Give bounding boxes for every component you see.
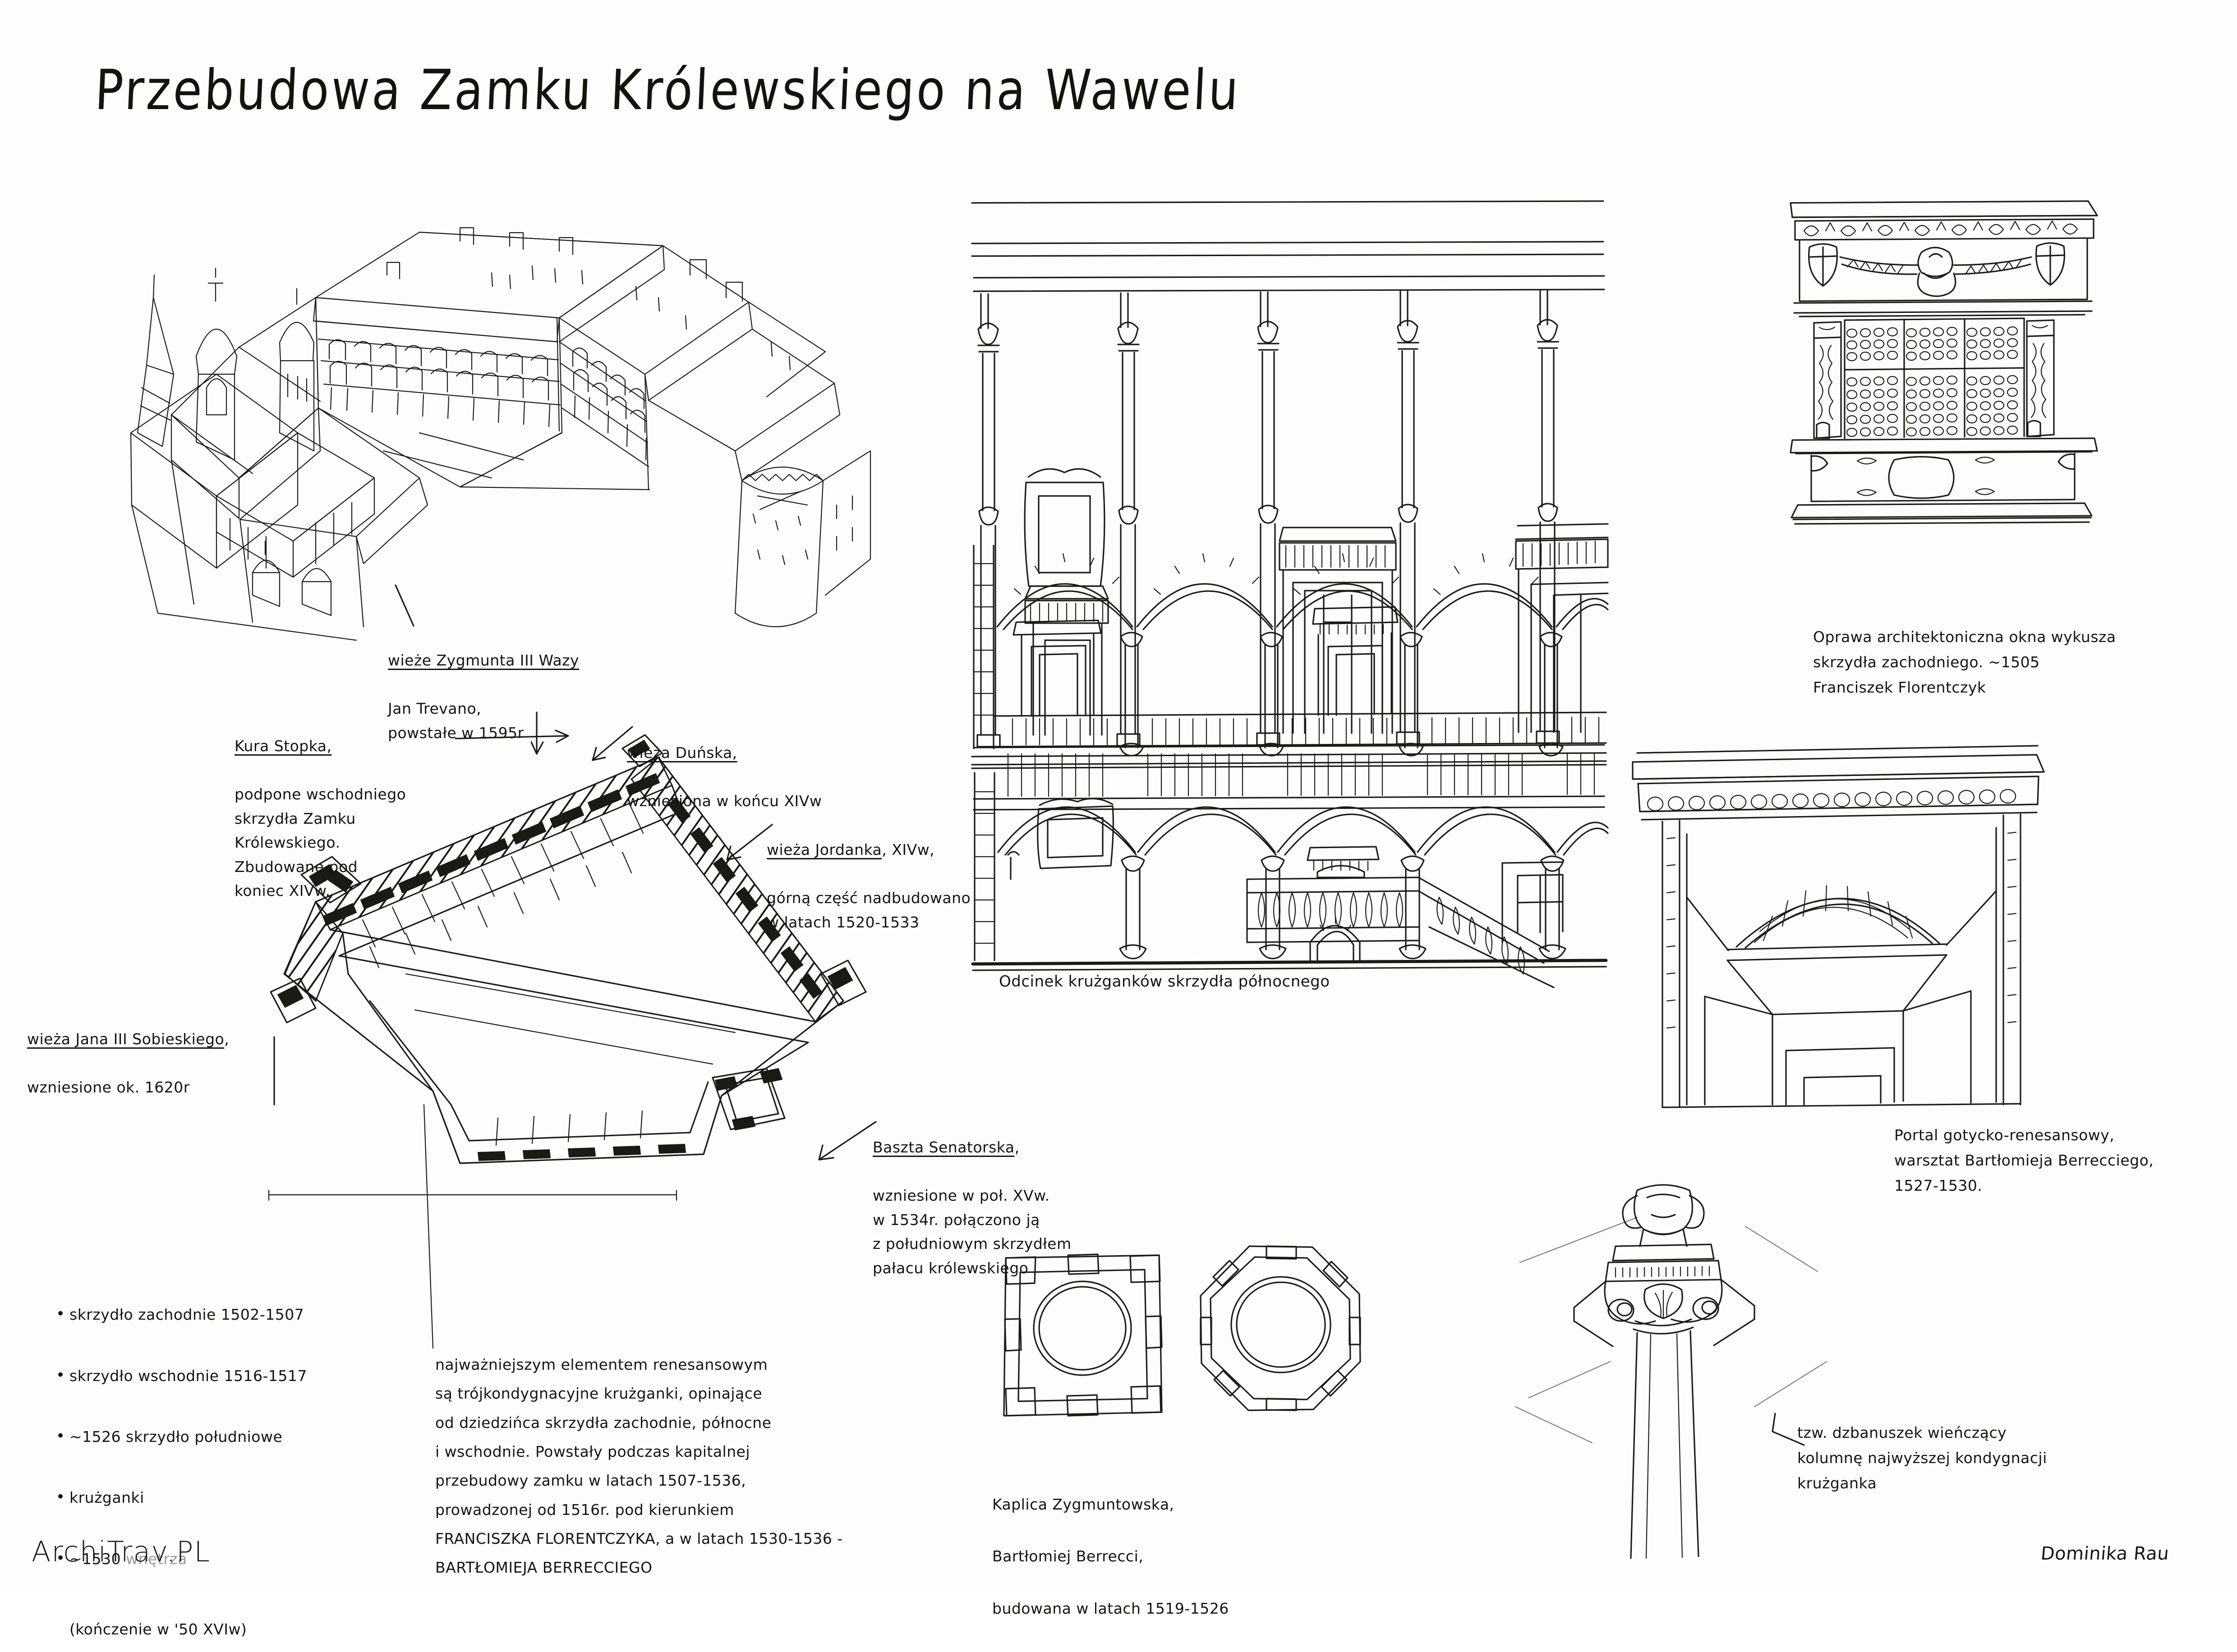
leader-line-paragraph	[406, 1078, 478, 1357]
author-signature: Dominika Rau	[2039, 1543, 2170, 1564]
annotation-dunska-tower: wieża Duńska, wzniesiona w końcu XIVw	[627, 717, 907, 837]
annotation-column-capital: tzw. dzbanuszek wieńczący kolumnę najwyż…	[1797, 1424, 2047, 1492]
chapel-caption-line1: Kaplica Zygmuntowska,	[992, 1495, 1174, 1513]
annotation-heading-suffix: ,	[1014, 1138, 1020, 1156]
elevation-caption: Odcinek krużganków skrzydła północnego	[999, 973, 1330, 991]
leader-line-sobieski	[271, 1032, 343, 1114]
annotation-body: wzniesiona w końcu XIVw	[627, 792, 822, 810]
leader-arrow-jordanka	[717, 818, 776, 872]
chapel-caption: Kaplica Zygmuntowska, Bartłomiej Berrecc…	[992, 1465, 1398, 1647]
list-item: krużganki	[54, 1482, 397, 1513]
main-description-paragraph: najważniejszym elementem renesansowym są…	[435, 1356, 843, 1577]
leader-arrow-baszta	[807, 1114, 879, 1177]
annotation-heading: Kura Stopka,	[235, 737, 332, 755]
pencil-note: wnętrza	[126, 1550, 187, 1568]
annotation-heading: wieża Duńska,	[627, 744, 737, 762]
annotation-heading-suffix: ,	[224, 1030, 230, 1048]
list-item: skrzydło wschodnie 1516-1517	[54, 1360, 397, 1391]
chapel-caption-line3: budowana w latach 1519-1526	[992, 1599, 1229, 1617]
chapel-plan-octagon-drawing	[1186, 1235, 1376, 1425]
column-capital-drawing	[1502, 1172, 1854, 1560]
annotation-body: podpone wschodniego skrzydła Zamku Króle…	[235, 785, 406, 900]
annotation-heading-suffix: , XIVw,	[882, 841, 935, 859]
annotation-body: wzniesione ok. 1620r	[27, 1078, 190, 1097]
annotation-jordanka-tower: wieża Jordanka, XIVw, górną część nadbud…	[767, 814, 1082, 959]
annotation-heading: wieże Zygmunta III Wazy	[388, 652, 580, 670]
chapel-plan-square-drawing	[992, 1240, 1173, 1429]
annotation-kura-stopka: Kura Stopka, podpone wschodniego skrzydł…	[235, 710, 487, 927]
castle-floor-plan-drawing	[180, 721, 947, 1240]
annotation-window-surround: Oprawa architektoniczna okna wykusza skr…	[1813, 628, 2116, 697]
annotation-baszta-senatorska: Baszta Senatorska, wzniesione w poł. XVw…	[873, 1111, 1215, 1304]
leader-line-capital	[1754, 1413, 1809, 1486]
portal-drawing	[1624, 744, 2048, 1118]
architrav-logo[interactable]: ArchiTrav.PL	[32, 1535, 211, 1568]
annotation-heading: wieża Jordanka	[767, 841, 882, 859]
list-item: ~1530 wnętrza	[54, 1543, 397, 1574]
annotation-heading: wieża Jana III Sobieskiego	[27, 1030, 225, 1048]
annotation-body: górną część nadbudowano w latach 1520-15…	[767, 889, 971, 931]
window-surround-drawing	[1786, 189, 2102, 622]
annotation-body: wzniesione w poł. XVw. w 1534r. połączon…	[873, 1187, 1072, 1277]
list-item: skrzydło zachodnie 1502-1507	[54, 1299, 397, 1330]
cloister-arcade-storeys-drawing	[967, 537, 1609, 988]
bullet-list: skrzydło zachodnie 1502-1507 skrzydło ws…	[54, 1269, 397, 1605]
annotation-heading: Baszta Senatorska	[873, 1138, 1015, 1156]
leader-arrow-kura-stopka	[455, 711, 609, 766]
axonometric-castle-drawing	[104, 162, 898, 641]
leader-line-zygmunt	[368, 582, 422, 636]
logo-text: ArchiTrav.PL	[32, 1535, 211, 1568]
page-title: Przebudowa Zamku Królewskiego na Wawelu	[93, 57, 1242, 123]
chapel-caption-line2: Bartłomiej Berrecci,	[992, 1547, 1144, 1565]
annotation-sobieski-tower: wieża Jana III Sobieskiego, wzniesione o…	[27, 1003, 316, 1124]
list-item: ~1526 skrzydło południowe	[54, 1421, 397, 1452]
chronology-bullet-list: skrzydło zachodnie 1502-1507 skrzydło ws…	[54, 1258, 397, 1652]
leader-arrow-dunska	[582, 721, 636, 776]
annotation-portal: Portal gotycko-renesansowy, warsztat Bar…	[1894, 1126, 2154, 1195]
bullet-note: (kończenie w '50 XVIw)	[69, 1620, 247, 1638]
cloister-elevation-drawing	[967, 198, 1609, 956]
